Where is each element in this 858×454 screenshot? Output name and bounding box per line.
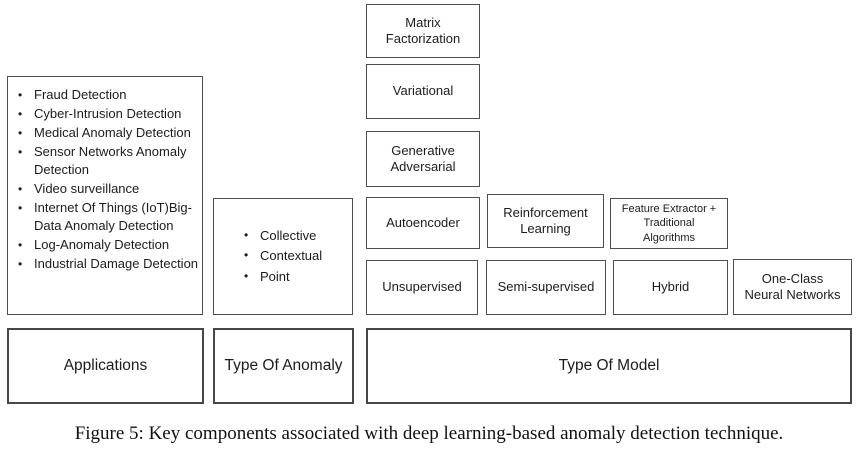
figure-caption: Figure 5: Key components associated with…: [74, 423, 784, 444]
bullet-icon: •: [244, 248, 249, 263]
box-label: Variational: [392, 83, 454, 99]
list-item: • Collective: [238, 226, 352, 246]
application-item: Industrial Damage Detection: [34, 255, 199, 271]
box-variational: Variational: [366, 64, 480, 119]
box-label: Matrix Factorization: [385, 14, 461, 46]
anomaly-types-list-box: • Collective • Contextual • Point: [213, 198, 353, 315]
box-label: Hybrid: [651, 279, 690, 295]
box-autoencoder: Autoencoder: [366, 197, 480, 249]
bullet-icon: •: [18, 237, 23, 252]
category-box-type-of-model: Type Of Model: [366, 328, 852, 404]
application-item: Medical Anomaly Detection: [34, 125, 191, 140]
bullet-icon: •: [18, 126, 23, 140]
list-item: • Fraud Detection: [12, 86, 200, 104]
category-label: Type Of Anomaly: [224, 357, 343, 375]
bullet-icon: •: [18, 256, 23, 271]
category-label: Applications: [63, 357, 148, 375]
bullet-icon: •: [244, 228, 249, 243]
applications-list: • Fraud Detection • Cyber-Intrusion Detect…: [12, 86, 200, 274]
bullet-icon: •: [244, 268, 249, 283]
box-semi-supervised: Semi-supervised: [486, 260, 606, 315]
list-item: • Industrial Damage Detection: [12, 255, 200, 273]
anomaly-type-item: Contextual: [260, 248, 323, 264]
application-item: Log-Anomaly Detection: [34, 236, 170, 252]
anomaly-type-item: Point: [260, 268, 290, 284]
application-item: Video surveillance: [34, 180, 140, 196]
box-label: Reinforcement Learning: [503, 204, 588, 236]
anomaly-types-list: • Collective • Contextual • Point: [238, 226, 352, 286]
application-item: Internet Of Things (IoT)Big- Data Anomal…: [34, 199, 192, 233]
box-label: Semi-supervised: [497, 279, 595, 295]
box-label: One-Class Neural Networks: [744, 270, 841, 302]
list-item: • Medical Anomaly Detection: [12, 124, 200, 142]
box-label: Autoencoder: [386, 214, 460, 230]
list-item: • Log-Anomaly Detection: [12, 236, 200, 254]
list-item: • Contextual: [238, 246, 352, 266]
category-box-applications: Applications: [7, 328, 204, 404]
category-box-type-of-anomaly: Type Of Anomaly: [213, 328, 354, 404]
box-matrix-factorization: Matrix Factorization: [366, 4, 480, 58]
category-label: Type Of Model: [558, 357, 660, 375]
list-item: • Cyber-Intrusion Detection: [12, 105, 200, 123]
application-item: Sensor Networks Anomaly Detection: [34, 144, 187, 177]
box-generative-adversarial: Generative Adversarial: [366, 131, 480, 187]
box-reinforcement-learning: Reinforcement Learning: [487, 194, 604, 248]
box-hybrid: Hybrid: [613, 260, 728, 315]
list-item: • Video surveillance: [12, 180, 200, 198]
bullet-icon: •: [18, 145, 23, 159]
application-item: Cyber-Intrusion Detection: [34, 106, 182, 121]
bullet-icon: •: [18, 107, 23, 121]
bullet-icon: •: [18, 181, 23, 196]
list-item: • Point: [238, 267, 352, 287]
box-unsupervised: Unsupervised: [366, 260, 478, 315]
application-item: Fraud Detection: [34, 87, 127, 102]
list-item: • Sensor Networks Anomaly Detection: [12, 143, 200, 179]
bullet-icon: •: [18, 88, 23, 102]
box-feature-extractor-traditional-algorithms: Feature Extractor + Traditional Algorith…: [610, 198, 728, 249]
box-label: Feature Extractor + Traditional Algorith…: [621, 203, 717, 244]
box-label: Unsupervised: [382, 279, 462, 295]
bullet-icon: •: [18, 200, 23, 215]
box-one-class-neural-networks: One-Class Neural Networks: [733, 259, 852, 315]
list-item: • Internet Of Things (IoT)Big- Data Anoma…: [12, 199, 200, 235]
box-label: Generative Adversarial: [390, 142, 456, 174]
anomaly-type-item: Collective: [260, 228, 317, 244]
applications-list-box: • Fraud Detection • Cyber-Intrusion Detect…: [7, 76, 203, 315]
